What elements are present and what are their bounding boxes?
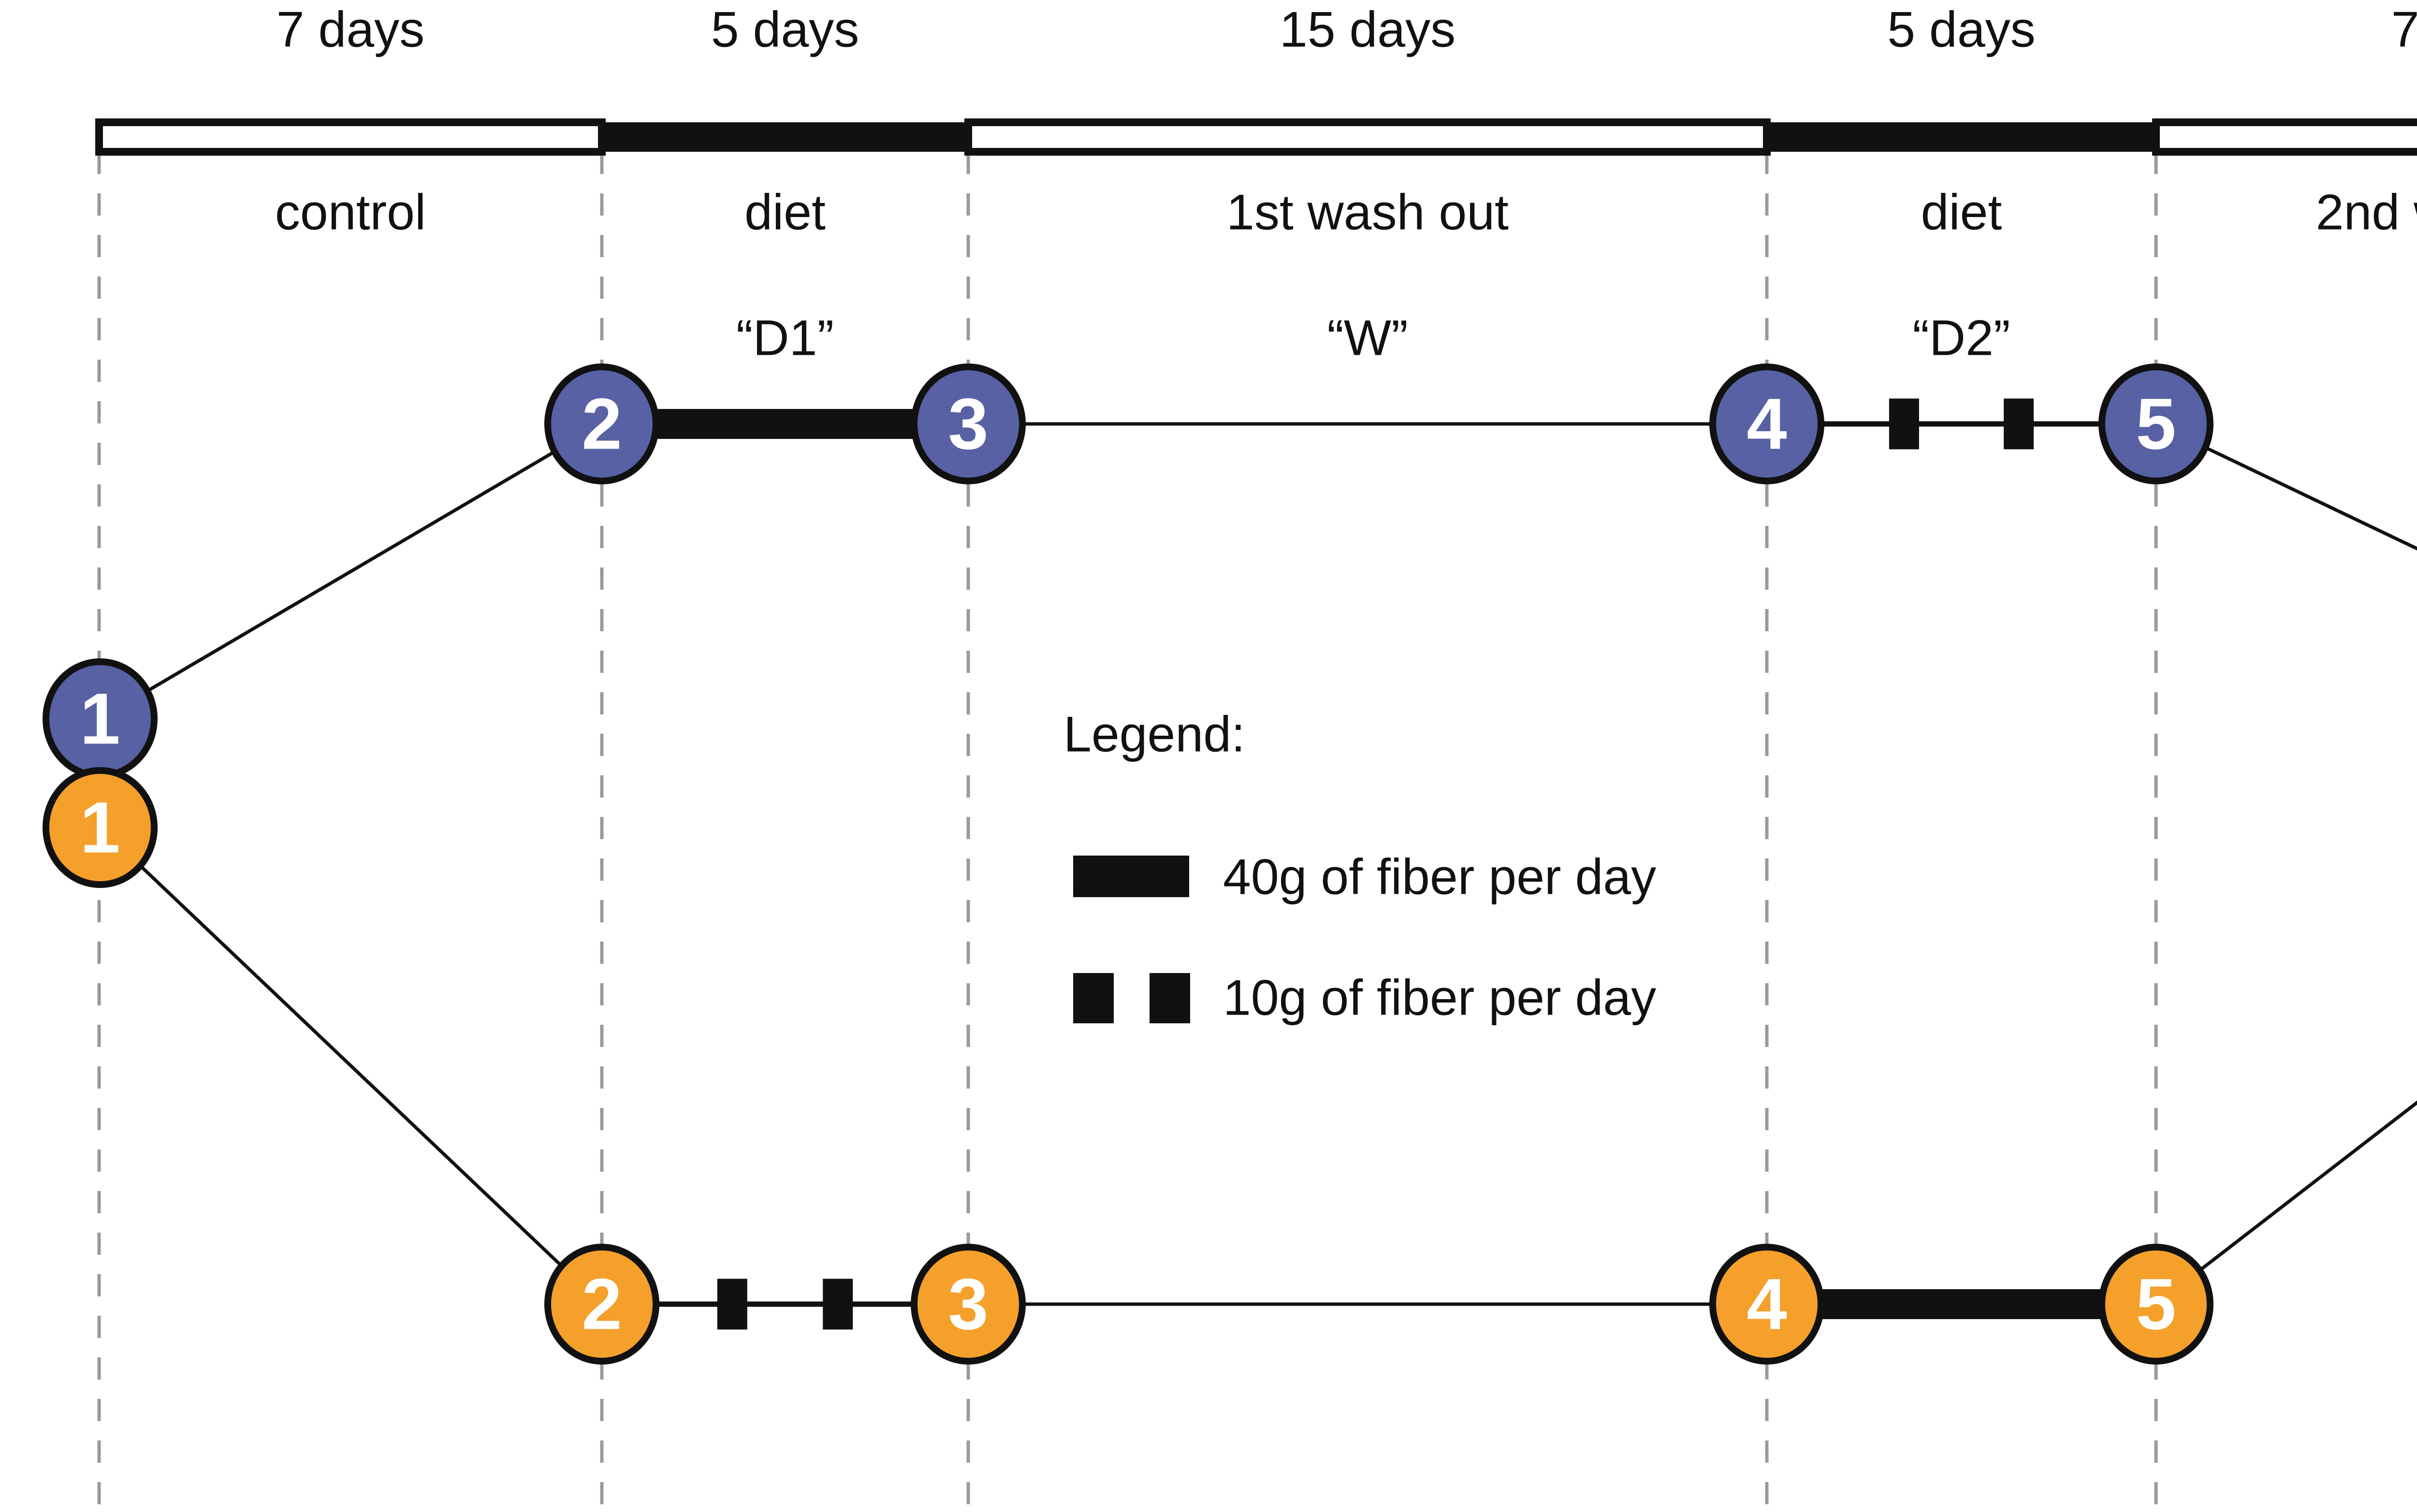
legend-swatch-10g-block-0 xyxy=(1073,973,1114,1023)
timeline-segment-0-open xyxy=(95,118,606,156)
phase-duration-0: 7 days xyxy=(276,1,425,58)
visit-node-arm-blue-3[interactable] xyxy=(911,363,1026,484)
phase-name-1: diet xyxy=(744,184,826,241)
phase-code-1: “D1” xyxy=(736,310,834,366)
legend-swatches xyxy=(1073,856,1190,1023)
visit-node-arm-blue-4[interactable] xyxy=(1709,363,1824,484)
legend-label-10g: 10g of fiber per day xyxy=(1223,970,1657,1026)
phase-code-2: “W” xyxy=(1327,310,1408,366)
visit-node-arm-blue-2[interactable] xyxy=(544,363,659,484)
connector-arm-blue-b4-b5-10g-block-1 xyxy=(2004,398,2034,450)
phase-duration-3: 5 days xyxy=(1887,1,2036,58)
connector-arm-blue-b1-b2-thin xyxy=(144,449,558,694)
phase-code-3: “D2” xyxy=(1912,310,2010,366)
phase-duration-2: 15 days xyxy=(1279,1,1456,58)
visit-nodes xyxy=(43,363,2213,1365)
visit-node-arm-blue-5[interactable] xyxy=(2098,363,2213,484)
timeline-segment-4-open xyxy=(2152,118,2417,156)
timeline-segment-1-filled xyxy=(602,122,968,152)
phase-duration-4: 7 days xyxy=(2391,1,2417,58)
visit-node-arm-orange-4[interactable] xyxy=(1709,1244,1824,1365)
visit-node-arm-orange-5[interactable] xyxy=(2098,1244,2213,1365)
visit-node-arm-orange-3[interactable] xyxy=(911,1244,1026,1365)
connector-arm-blue-b5-b6-thin xyxy=(2202,444,2417,551)
connector-arm-orange-o2-o3-10g-block-1 xyxy=(823,1279,853,1330)
timeline-segment-2-open xyxy=(964,118,1771,156)
phase-name-2: 1st wash out xyxy=(1226,184,1509,241)
timeline-bar xyxy=(95,118,2417,156)
connector-arm-orange-o5-o6-thin xyxy=(2196,1100,2417,1274)
visit-node-arm-blue-1[interactable] xyxy=(43,658,158,779)
connector-arm-blue-b4-b5-10g-block-0 xyxy=(1889,398,1919,450)
phase-name-0: control xyxy=(275,184,426,241)
phase-duration-1: 5 days xyxy=(711,1,859,58)
timeline-segment-3-filled xyxy=(1767,122,2156,152)
connector-arm-orange-o1-o2-thin xyxy=(137,862,565,1269)
legend-swatch-10g-block-1 xyxy=(1150,973,1190,1023)
legend-swatch-40g-solid xyxy=(1073,856,1189,897)
legend-label-40g: 40g of fiber per day xyxy=(1223,849,1657,905)
legend-title: Legend: xyxy=(1063,706,1245,763)
visit-node-arm-orange-2[interactable] xyxy=(544,1244,659,1365)
visit-node-arm-orange-1[interactable] xyxy=(43,767,158,888)
phase-name-4: 2nd wash out xyxy=(2315,184,2417,241)
phase-name-3: diet xyxy=(1921,184,2002,241)
connector-arm-orange-o2-o3-10g-block-0 xyxy=(717,1279,747,1330)
arm-connectors xyxy=(137,398,2417,1330)
